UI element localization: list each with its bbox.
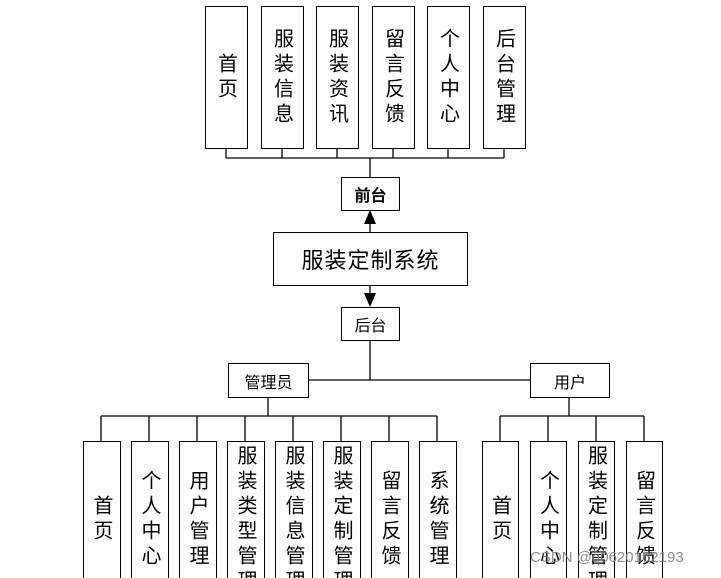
user-module-label: 首页	[488, 495, 513, 545]
front-module-label: 首页	[214, 52, 239, 103]
admin-role-label: 管理员	[244, 372, 293, 392]
admin-role-node: 管理员	[228, 363, 309, 398]
user-role-label: 用户	[553, 372, 586, 392]
system-node: 服装定制系统	[273, 232, 468, 286]
admin-module-box: 个人中心	[131, 441, 169, 578]
admin-module-box: 留言反馈	[371, 441, 409, 578]
admin-module-label: 服装定制管理	[330, 445, 354, 578]
front-module-label: 服装资讯	[325, 27, 350, 128]
front-module-personal-center: 个人中心	[427, 6, 470, 149]
user-role-node: 用户	[530, 363, 610, 398]
front-end-node: 前台	[341, 177, 400, 211]
admin-module-label: 留言反馈	[378, 470, 402, 570]
system-title: 服装定制系统	[301, 249, 440, 274]
arrow-down-icon	[364, 293, 376, 307]
admin-module-label: 用户管理	[186, 470, 210, 570]
admin-module-label: 服装类型管理	[234, 445, 258, 578]
user-module-label: 个人中心	[536, 470, 561, 570]
admin-module-label: 系统管理	[426, 470, 450, 570]
front-module-feedback: 留言反馈	[372, 6, 415, 149]
arrow-up-icon	[364, 210, 376, 224]
admin-module-box: 服装类型管理	[227, 441, 265, 578]
user-module-label: 留言反馈	[632, 470, 657, 570]
admin-module-box: 用户管理	[179, 441, 217, 578]
front-module-label: 留言反馈	[381, 27, 406, 128]
front-module-clothing-news: 服装资讯	[316, 6, 359, 149]
admin-module-box: 服装信息管理	[275, 441, 313, 578]
admin-module-box: 首页	[83, 441, 121, 578]
user-module-box: 留言反馈	[626, 441, 663, 578]
front-end-label: 前台	[354, 186, 387, 205]
user-module-box: 个人中心	[530, 441, 567, 578]
front-module-clothing-info: 服装信息	[261, 6, 304, 149]
admin-module-box: 系统管理	[419, 441, 457, 578]
user-module-box: 首页	[482, 441, 519, 578]
admin-module-label: 首页	[90, 495, 114, 545]
back-end-node: 后台	[341, 307, 400, 341]
admin-module-box: 服装定制管理	[323, 441, 361, 578]
admin-module-label: 服装信息管理	[282, 445, 306, 578]
watermark: CSDN @q0620162193	[530, 549, 684, 566]
front-module-label: 服装信息	[270, 27, 295, 128]
front-module-label: 个人中心	[436, 27, 461, 128]
front-module-label: 后台管理	[492, 27, 517, 128]
admin-module-label: 个人中心	[138, 470, 162, 570]
user-module-box: 服装定制管理	[578, 441, 615, 578]
back-end-label: 后台	[354, 316, 387, 335]
front-module-home: 首页	[205, 6, 248, 149]
user-module-label: 服装定制管理	[584, 445, 609, 578]
front-module-admin-panel: 后台管理	[483, 6, 526, 149]
